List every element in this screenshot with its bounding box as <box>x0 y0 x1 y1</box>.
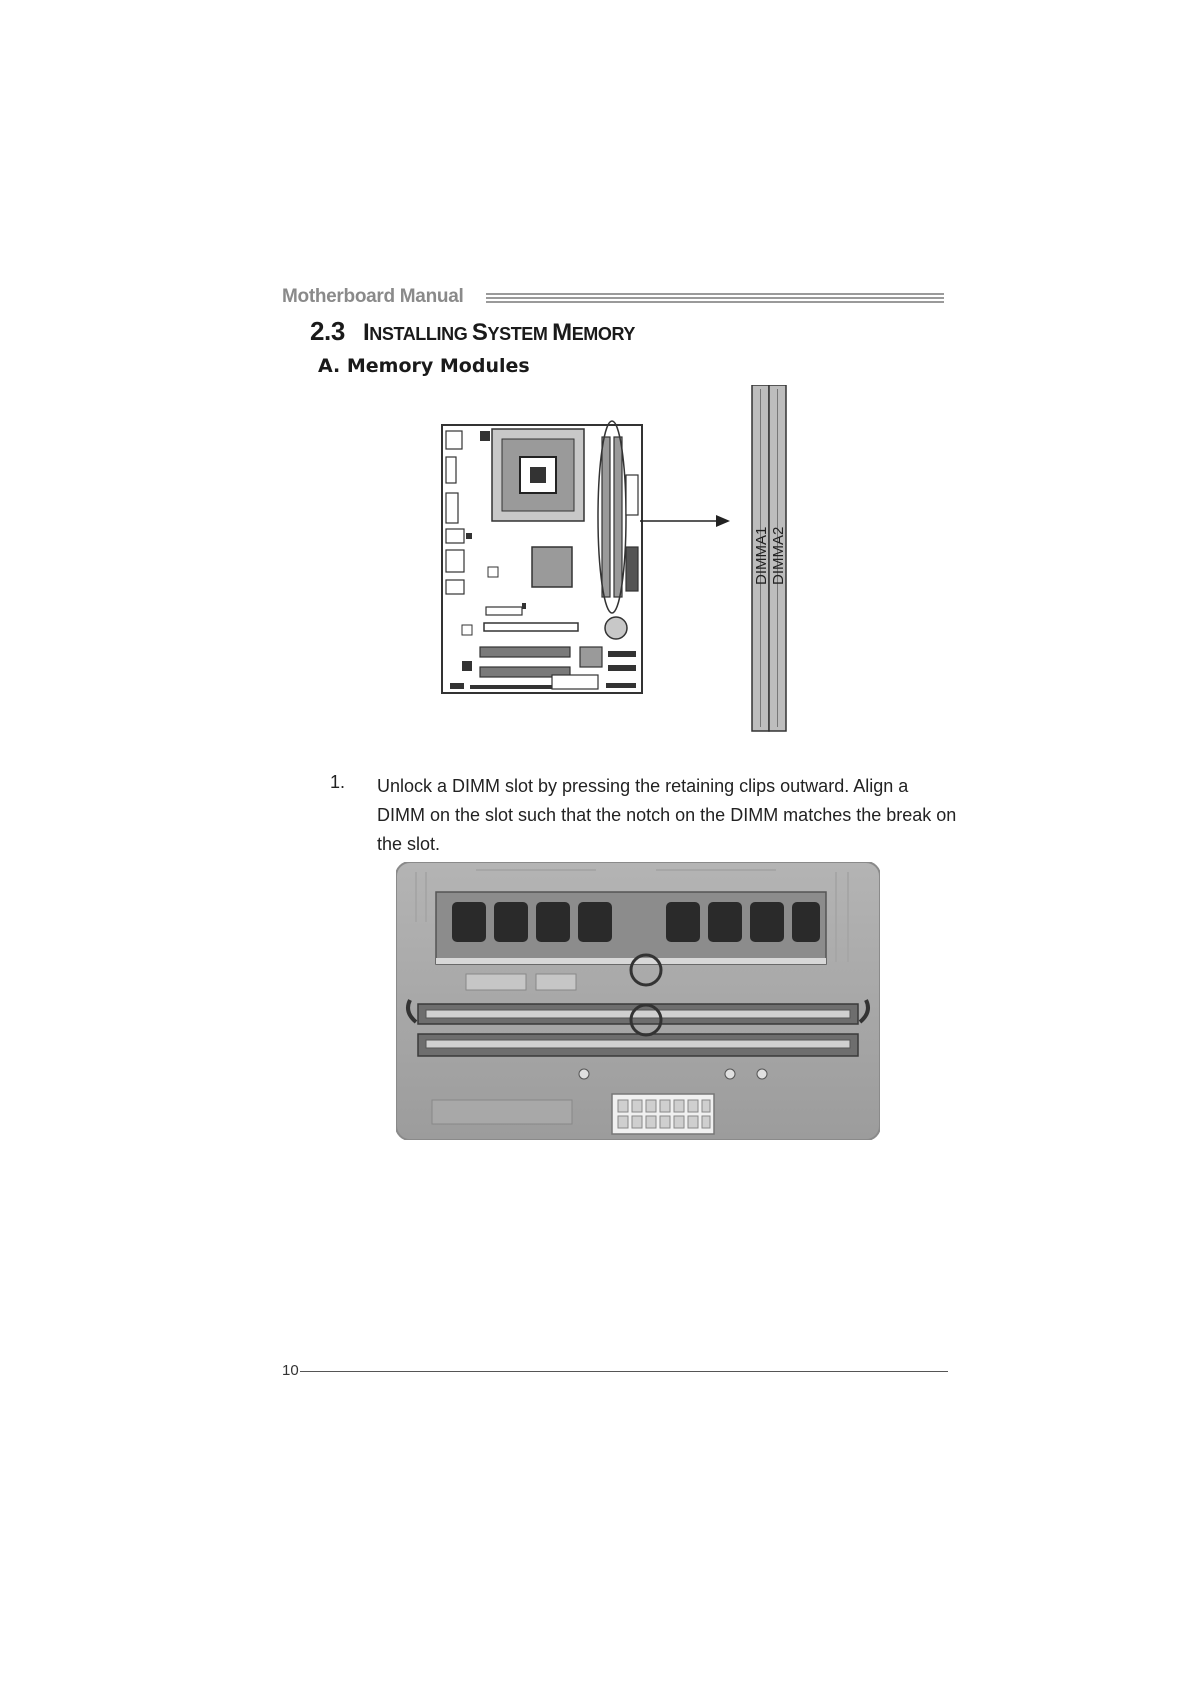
io-port <box>446 580 464 594</box>
motherboard-layout-diagram: DIMMA1 DIMMA2 <box>440 385 800 735</box>
step-text: Unlock a DIMM slot by pressing the retai… <box>377 772 957 859</box>
southbridge <box>580 647 602 667</box>
dimm-slot-board <box>602 437 610 597</box>
io-port <box>446 457 456 483</box>
sata-connector <box>608 665 636 671</box>
dimm-slot-board <box>614 437 622 597</box>
header-pins <box>470 685 560 689</box>
page-number: 10 <box>282 1362 299 1379</box>
cmos-battery <box>605 617 627 639</box>
sata-connector <box>608 651 636 657</box>
dimm-label: DIMMA1 <box>753 527 770 585</box>
small-component <box>462 661 472 671</box>
ide-connector <box>552 675 598 689</box>
header-pins <box>606 683 636 688</box>
running-header: Motherboard Manual <box>282 286 463 308</box>
io-port <box>446 493 458 523</box>
small-component <box>522 603 526 609</box>
header-pins <box>450 683 464 689</box>
footer-rule <box>300 1371 948 1372</box>
io-port <box>446 529 464 543</box>
io-port <box>446 550 464 572</box>
cpu-die <box>530 467 546 483</box>
dimm-label: DIMMA2 <box>770 527 787 585</box>
ide-connector-vertical <box>626 547 638 591</box>
section-number: 2.3 <box>310 316 345 346</box>
small-component <box>466 533 472 539</box>
io-port <box>446 431 462 449</box>
pci-slot <box>480 647 570 657</box>
header-rule <box>486 293 944 303</box>
dimm-gold-fingers <box>436 958 826 964</box>
subsection-title: A. Memory Modules <box>318 355 530 377</box>
atx-power-connector <box>626 475 638 515</box>
step-number: 1. <box>330 772 345 793</box>
pcie-x16-slot <box>484 623 578 631</box>
pcie-x1-slot <box>486 607 522 615</box>
callout-arrowhead <box>716 515 730 527</box>
chipset <box>532 547 572 587</box>
small-component <box>488 567 498 577</box>
small-component <box>462 625 472 635</box>
dimm-installation-photo <box>396 862 880 1140</box>
io-port <box>480 431 490 441</box>
